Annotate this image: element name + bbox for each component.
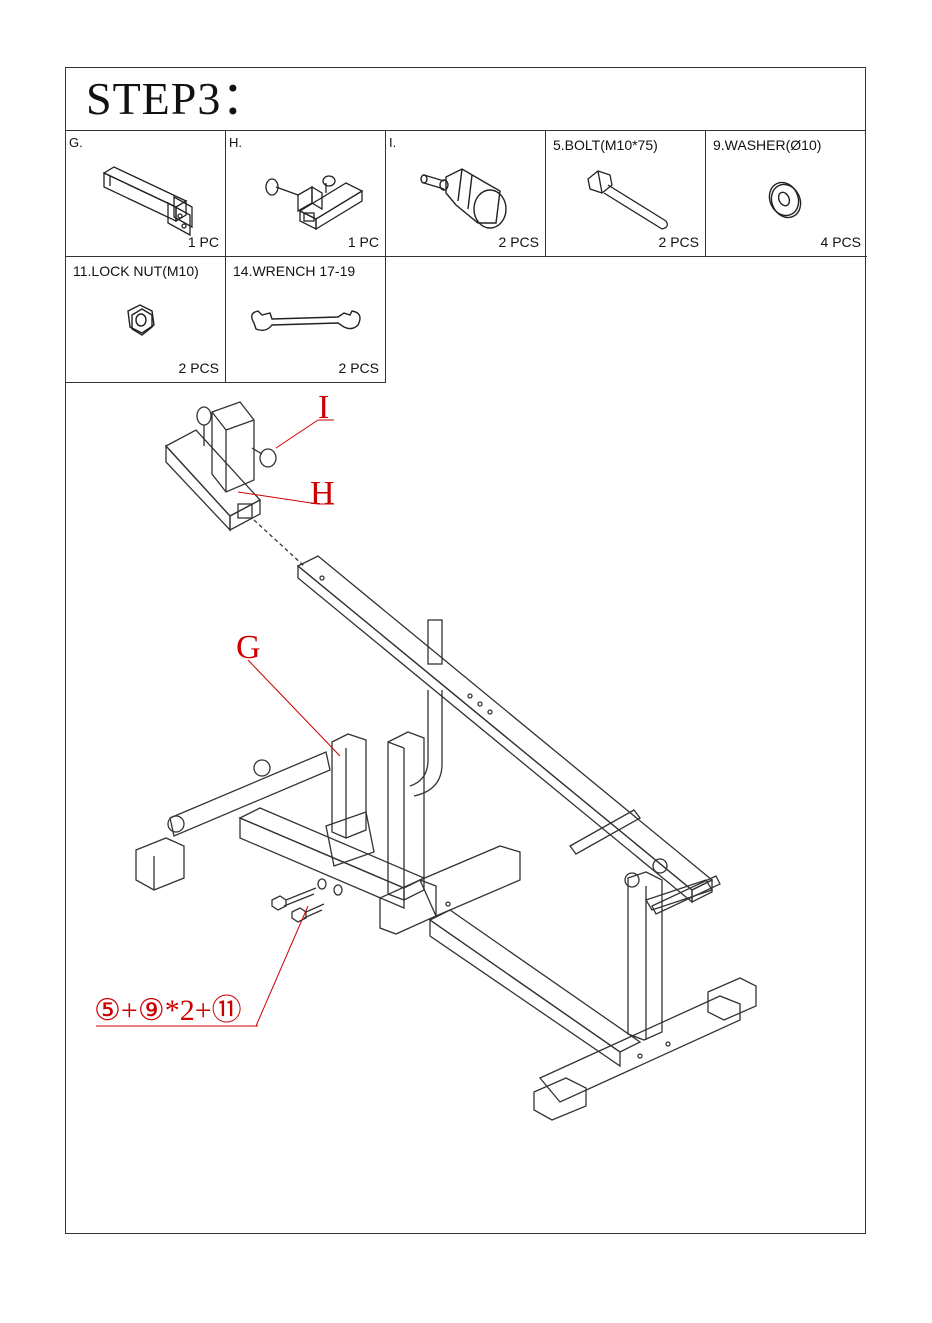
- left-base-arm: [136, 752, 330, 890]
- callout-g: G: [236, 629, 261, 666]
- front-cross-member: [240, 808, 520, 934]
- callout-h: H: [310, 475, 335, 512]
- callout-i: I: [318, 389, 329, 426]
- rear-post: [410, 620, 442, 796]
- t-connector-h: [166, 402, 276, 530]
- rear-base-arm: [430, 910, 640, 1066]
- front-uprights: [326, 732, 424, 900]
- callout-hardware: ⑤+⑨*2+⑪: [94, 994, 242, 1027]
- rear-base-bar: [534, 978, 756, 1120]
- hardware-bolts: [272, 879, 342, 922]
